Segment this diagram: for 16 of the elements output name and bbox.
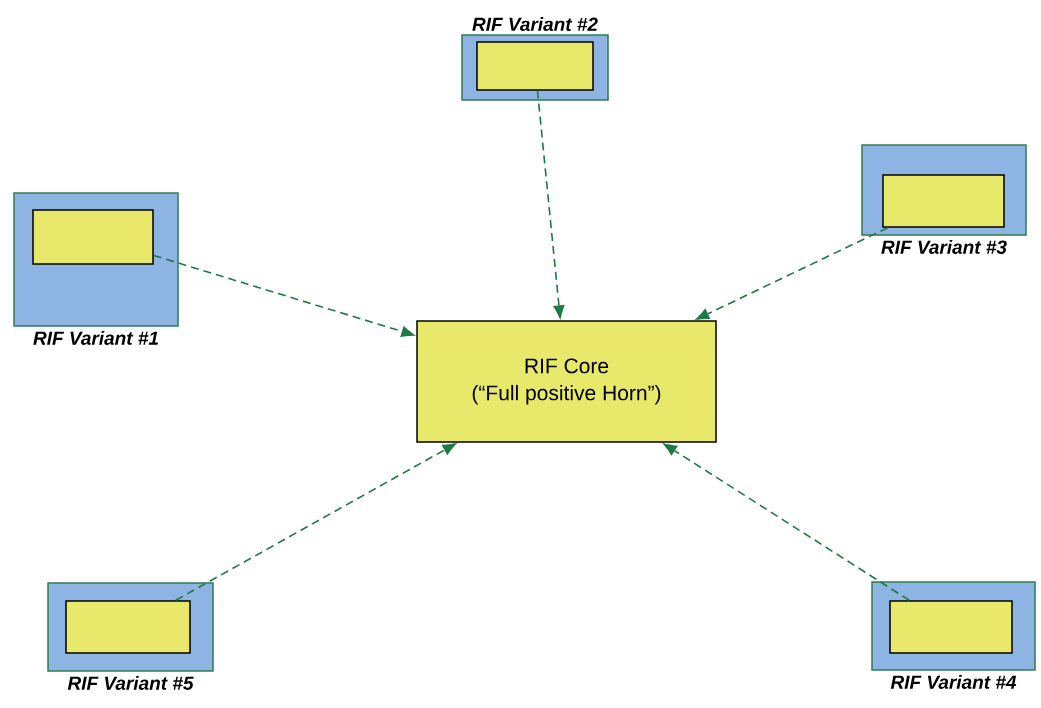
variant-label: RIF Variant #4 xyxy=(890,674,1017,689)
arrow xyxy=(174,442,458,602)
variant-label: RIF Variant #2 xyxy=(472,17,598,32)
inner-box xyxy=(65,600,191,654)
inner-box xyxy=(476,41,594,91)
process-box: RIF Core (“Full positive Horn”) xyxy=(416,320,717,443)
arrow xyxy=(152,254,417,338)
variant-label: RIF Variant #1 xyxy=(33,330,158,345)
variant-label: RIF Variant #3 xyxy=(881,239,1007,254)
inner-box xyxy=(889,600,1013,654)
arrow xyxy=(536,89,565,321)
arrow xyxy=(662,442,910,602)
inner-box xyxy=(32,209,154,265)
variant-label: RIF Variant #5 xyxy=(67,675,194,690)
inner-box xyxy=(882,174,1005,228)
arrow xyxy=(694,226,889,321)
